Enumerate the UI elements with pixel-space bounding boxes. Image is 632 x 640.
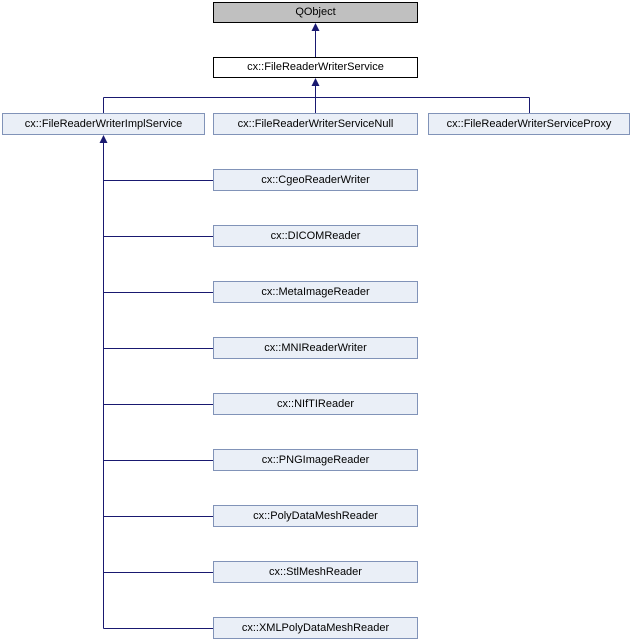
class-node-filereaderwriterservice: cx::FileReaderWriterService: [213, 57, 418, 78]
edge-service-to-qobject: [311, 23, 320, 57]
class-node-filereaderwriterserviceproxy[interactable]: cx::FileReaderWriterServiceProxy: [428, 113, 630, 135]
class-node-dicomreader[interactable]: cx::DICOMReader: [213, 225, 418, 247]
class-node-filereaderwriterservicenull[interactable]: cx::FileReaderWriterServiceNull: [213, 113, 418, 135]
class-node-niftireader[interactable]: cx::NIfTIReader: [213, 393, 418, 415]
class-node-metaimagereader[interactable]: cx::MetaImageReader: [213, 281, 418, 303]
class-node-qobject: QObject: [213, 2, 418, 23]
class-node-pngimagereader[interactable]: cx::PNGImageReader: [213, 449, 418, 471]
edge-readers-to-implservice: [99, 135, 213, 629]
arrowhead-up-icon: [99, 135, 108, 143]
arrowhead-up-icon: [311, 78, 320, 86]
class-node-mnireaderwriter[interactable]: cx::MNIReaderWriter: [213, 337, 418, 359]
class-node-cgeoreaderwriter[interactable]: cx::CgeoReaderWriter: [213, 169, 418, 191]
arrowhead-up-icon: [311, 23, 320, 31]
class-node-xmlpolydatameshreader[interactable]: cx::XMLPolyDataMeshReader: [213, 617, 418, 639]
class-node-polydatameshreader[interactable]: cx::PolyDataMeshReader: [213, 505, 418, 527]
edge-subclasses-to-service: [103, 78, 530, 113]
class-node-filereaderwriterimplservice[interactable]: cx::FileReaderWriterImplService: [2, 113, 205, 135]
class-node-stlmeshreader[interactable]: cx::StlMeshReader: [213, 561, 418, 583]
